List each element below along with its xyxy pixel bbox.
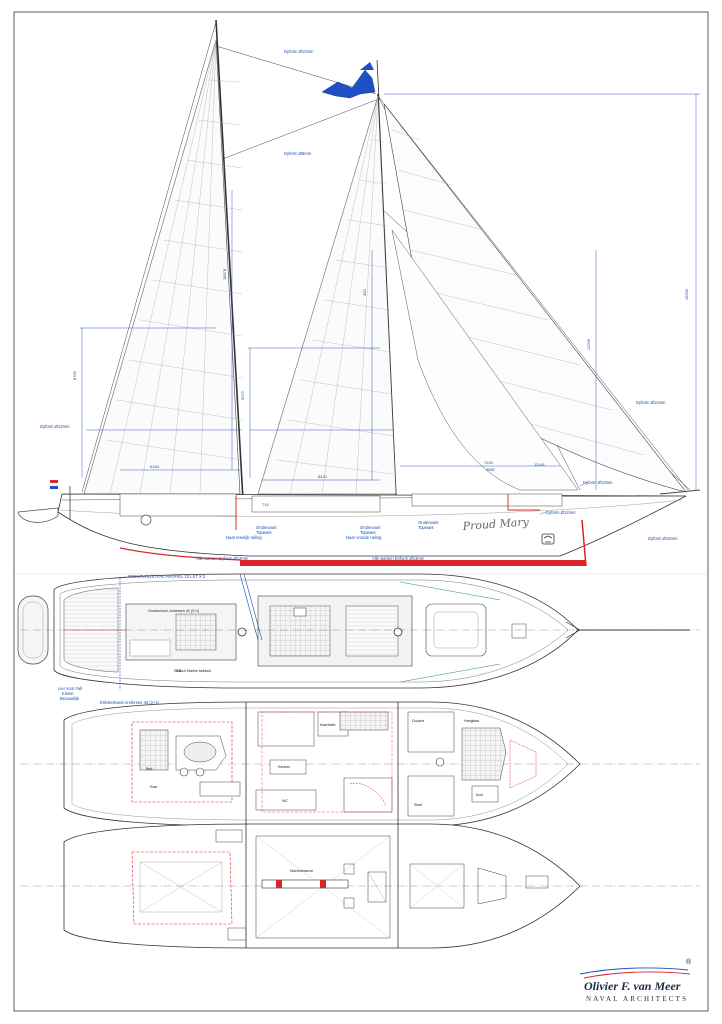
lower-deck-plan: Machinekamer (20, 823, 700, 949)
deck-label-bezaanlijk: Bezaanlijk (60, 696, 80, 701)
label-railing-2: Naar voorde railing (346, 535, 382, 540)
stay-sail (391, 229, 579, 491)
deck-label-top-note: ROESTVRIJSTAAL PROFIEL 22 LXT X 2 (128, 574, 206, 579)
flag (321, 69, 376, 99)
dim-fore-height: 18578 (222, 268, 227, 280)
lower-label-machinekamer: Machinekamer (290, 869, 314, 873)
dim-overall-height: 16530 (684, 288, 689, 300)
interior-label-douche: Douche (412, 719, 424, 723)
deck-label-hatch: Grootschoot, Andersen 40 (2+1) (148, 609, 199, 613)
label-dyform-mid: Dyform Ø8mm (284, 151, 312, 156)
label-wanten-2: Alle wanten Dyform Ø13mm (372, 556, 425, 561)
dim-mizzen-height: 8700 (72, 370, 77, 380)
interior-label-bed: Bed (146, 767, 152, 771)
label-onderwant-2: Onderwant (360, 525, 381, 530)
architect-logo: Olivier F. van Meer NAVAL ARCHITECTS ® (579, 958, 692, 1003)
dim-jib-height: 13205 (586, 338, 591, 350)
interior-label-kaarttafel: Kaarttafel (320, 723, 336, 727)
label-onderwant-3: Onderwant (418, 520, 439, 525)
deck-label-stb: STB (174, 669, 182, 673)
logo-registered: ® (686, 958, 692, 966)
dim-head-foot-2: 4882 (486, 467, 496, 472)
accommodation-plan: Bed Kast Keuken Kaarttafel WC Douche Han… (20, 701, 700, 827)
logo-subtitle: NAVAL ARCHITECTS (586, 995, 688, 1003)
interior-label-kooi: Kooi (476, 793, 483, 797)
dim-mizzen-foot: 6184 (150, 464, 160, 469)
dim-main-height: 5072 (240, 390, 245, 400)
boot-top (240, 560, 586, 566)
dim-head-foot: 7234 (484, 460, 494, 465)
interior-label-wc: WC (282, 799, 288, 803)
drawing-frame (13, 11, 709, 1012)
interior-label-keuken: Keuken (278, 765, 290, 769)
deck-label-winch: Bosch Marine talblock (176, 669, 211, 673)
label-dyform-bow-a: Dyform Ø13mm (583, 480, 613, 485)
label-topwant-3: Topwant (418, 525, 434, 530)
dim-small-b: 400 (362, 289, 367, 296)
deck-label-klutse: Klutse (62, 691, 74, 696)
label-railing-1: Naar teenlijk railing (226, 535, 262, 540)
dim-stay: 11145 (534, 462, 545, 467)
label-dyform-right: Dyform Ø12mm (636, 400, 666, 405)
label-dyform-bow-c: Dyform Ø16mm (648, 536, 678, 541)
label-onderwant-1: Onderwant (256, 525, 277, 530)
interior-label-hangkast: Hangkast (464, 719, 479, 723)
main-sail (257, 95, 397, 495)
label-topwant-1: Topwant (256, 530, 272, 535)
label-wanten-1: Alle wanten Dyform Ø13mm (196, 556, 249, 561)
deck-label-lier: Lier voor Fall (58, 686, 82, 691)
deck-plan: Grootschoot, Andersen 40 (2+1) Bosch Mar… (17, 573, 700, 705)
dim-small-a: 715 (262, 502, 269, 507)
dinghy-profile (17, 507, 59, 523)
boat-name: Proud Mary (461, 515, 530, 533)
dim-main-foot: 8420 (318, 474, 328, 479)
deck-label-bottom-note: Eriksterband Andersen 40 (2+1) (100, 700, 160, 705)
interior-label-stoel: Stoel (414, 803, 422, 807)
mizzen-sail (83, 39, 241, 495)
label-dyform-bow-b: Dyform Ø12mm (546, 510, 576, 515)
main-mast (215, 19, 244, 501)
label-topwant-2: Topwant (360, 530, 376, 535)
label-dyform-top: Dyform Ø13mm (284, 49, 314, 54)
logo-name: Olivier F. van Meer (584, 979, 681, 993)
sail-plan: Proud Mary Dyform Ø13mm Dyform Ø8mm Dyfo… (17, 19, 701, 567)
interior-label-kast: Kast (150, 785, 157, 789)
label-dyform-left: Dyform Ø12mm (40, 424, 70, 429)
